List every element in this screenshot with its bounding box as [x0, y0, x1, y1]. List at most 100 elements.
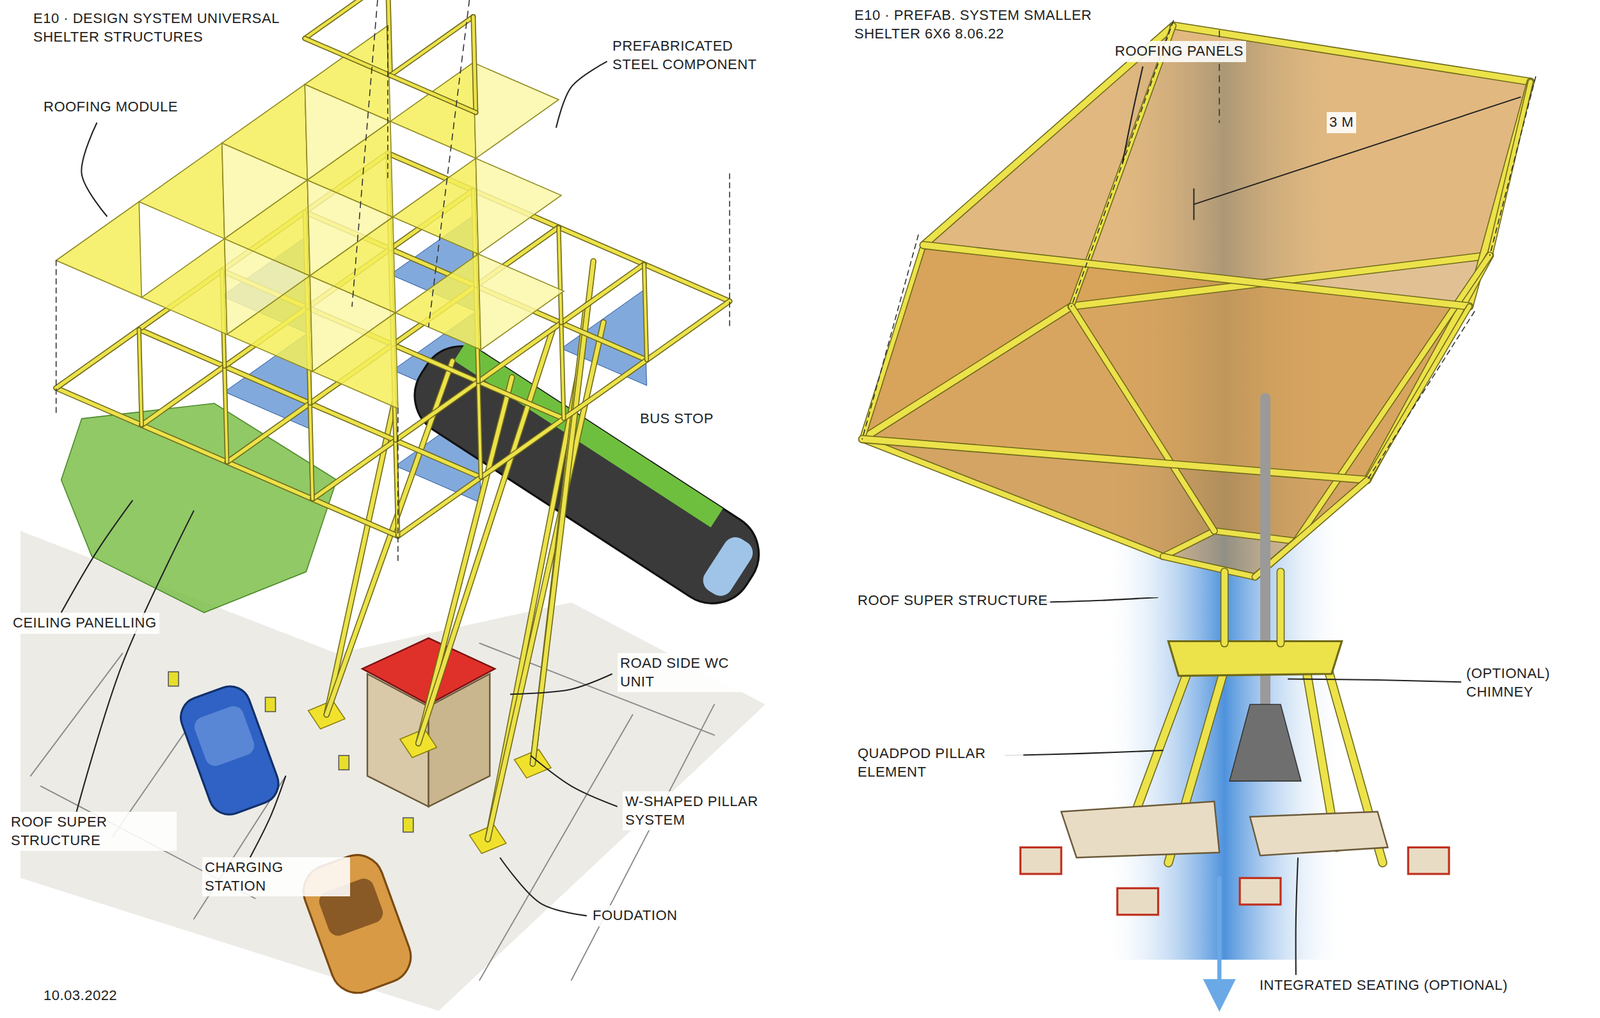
steel-beam-outline	[1071, 306, 1215, 532]
wc-front	[428, 673, 491, 806]
steel-beam-outline	[309, 403, 313, 499]
leader-line	[250, 775, 287, 858]
quadpod-top	[1168, 640, 1343, 676]
callout-label: E10 · PREFAB. SYSTEM SMALLER SHELTER 6X6…	[851, 5, 1123, 45]
steel-beam	[304, 38, 391, 76]
leader-lines	[61, 61, 1462, 975]
steel-beam	[558, 227, 562, 323]
steel-beam-outline	[398, 301, 730, 537]
roofing-triangle	[224, 179, 311, 276]
steel-beam	[1163, 556, 1256, 577]
steel-beam	[1277, 571, 1284, 644]
steel-beam-outline	[472, 16, 476, 112]
parking-line	[571, 704, 715, 980]
steel-beam-outline	[1163, 530, 1215, 557]
steel-beam	[923, 245, 1470, 307]
assembly-line	[1367, 311, 1474, 480]
leader-line	[510, 673, 612, 694]
steel-beam-outline	[862, 439, 1368, 480]
steel-beam-outline	[304, 0, 388, 39]
steel-beam	[304, 0, 388, 39]
assembly-line	[397, 408, 399, 562]
leader-line	[61, 499, 134, 612]
steel-beam	[224, 366, 228, 462]
steel-beam-outline	[862, 245, 924, 440]
steel-beam-outline	[418, 376, 512, 744]
right-panel	[862, 20, 1536, 996]
steel-beam	[862, 245, 924, 440]
seat-foot	[1408, 847, 1449, 874]
blue-car	[175, 680, 285, 820]
assembly-line	[1489, 76, 1536, 256]
steel-beam	[1489, 81, 1531, 256]
callout-label: 10.03.2022	[40, 984, 120, 1007]
steel-beam-outline	[1367, 306, 1469, 480]
roofing-panel	[862, 439, 1368, 577]
steel-beam-outline	[224, 366, 228, 462]
steel-beam	[643, 264, 647, 360]
roofing-triangle	[472, 62, 559, 159]
steel-beam	[862, 439, 1368, 480]
roofing-triangle	[222, 84, 308, 180]
leader-line	[76, 510, 194, 811]
roofing-triangle	[475, 158, 562, 254]
steel-beam-outline	[1255, 480, 1368, 577]
seat-foot	[1020, 847, 1062, 874]
steel-beam	[1214, 530, 1296, 541]
roofing-triangle	[392, 158, 479, 254]
leader-line	[1296, 856, 1298, 975]
callout-label: BUS STOP	[637, 408, 717, 430]
roofing-triangle	[395, 254, 482, 350]
callout-label: CEILING PANELLING	[10, 612, 160, 634]
roofing-triangle	[138, 142, 225, 239]
steel-beam	[398, 301, 730, 537]
callout-label: ROAD SIDE WC UNIT	[617, 652, 766, 692]
callout-label: FOUDATION	[590, 904, 680, 927]
leader-line	[1122, 66, 1144, 164]
steel-beam	[138, 328, 142, 425]
steel-beam	[1255, 480, 1368, 577]
roofing-triangle	[304, 25, 391, 121]
callout-label: ROOF SUPER STRUCTURE	[8, 811, 177, 851]
steel-beam-outline	[1214, 530, 1296, 541]
steel-beam-outline	[390, 75, 477, 113]
seat	[1061, 801, 1220, 858]
callout-label: ROOF SUPER STRUCTURE	[855, 590, 1051, 612]
callout-label: PREFABRICATED STEEL COMPONENT	[609, 35, 779, 75]
leader-line	[499, 856, 587, 916]
charging-post	[265, 696, 276, 712]
steel-beam-outline	[1163, 556, 1256, 577]
leader-line	[1287, 678, 1462, 682]
callout-label: 3 M	[1326, 112, 1357, 134]
assembly-line	[352, 0, 378, 306]
wc-unit	[362, 638, 495, 807]
steel-beam	[418, 376, 512, 744]
steel-beam	[561, 322, 564, 418]
car-body	[175, 680, 285, 820]
grass-patch	[61, 403, 337, 613]
leader-line	[530, 755, 618, 807]
steel-beam	[1221, 571, 1228, 644]
charging-post	[338, 755, 349, 770]
assembly-line	[387, 25, 389, 179]
steel-beam	[1367, 306, 1469, 480]
seat-foot	[1117, 887, 1159, 914]
steel-beam-outline	[304, 38, 391, 76]
steel-beam	[478, 381, 481, 477]
leader-line	[81, 122, 107, 217]
steel-beam-outline	[643, 264, 647, 360]
steel-beam-outline	[923, 245, 1470, 307]
charging-post	[403, 817, 414, 832]
steel-beam-outline	[138, 328, 142, 425]
steel-beam-outline	[1489, 81, 1531, 256]
steel-beam	[390, 75, 477, 113]
roofing-triangle	[307, 121, 393, 217]
roofing-triangle	[227, 275, 313, 372]
callout-label: W-SHAPED PILLAR SYSTEM	[622, 791, 792, 831]
callout-label: CHARGING STATION	[202, 856, 351, 896]
steel-beam	[472, 16, 476, 112]
assembly-line	[1071, 20, 1174, 306]
roofing-triangle	[390, 62, 477, 159]
